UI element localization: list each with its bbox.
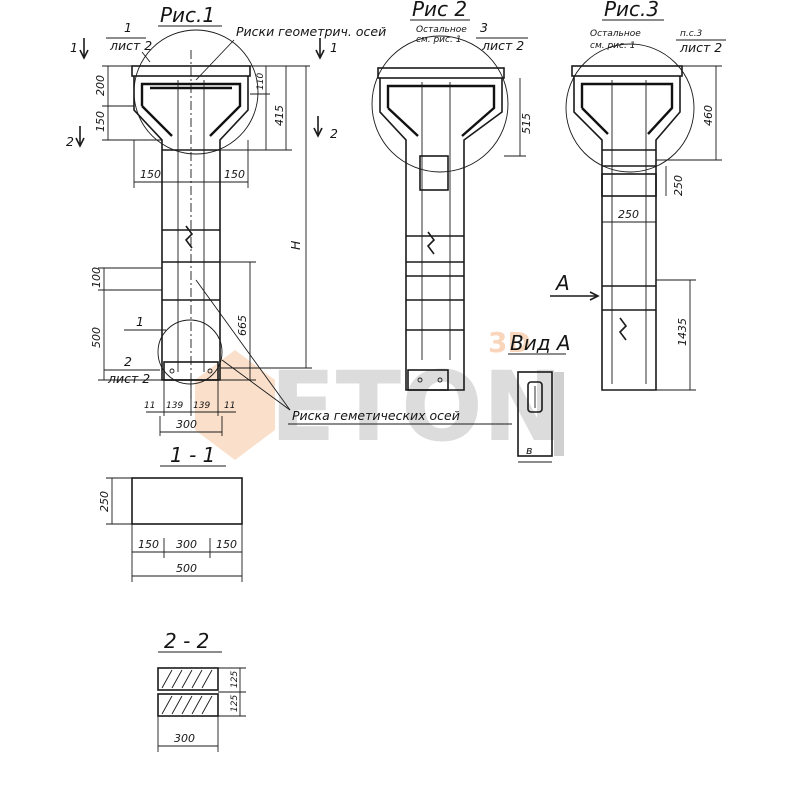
- dim-139-right: 139: [193, 401, 210, 411]
- section-1-1-w-left: 150: [138, 538, 159, 551]
- watermark-top: 3D: [488, 326, 531, 359]
- view-a-arrow-label: А: [554, 271, 570, 295]
- dim-139-left: 139: [166, 401, 183, 411]
- axis-marks-bottom-label: Риска геметических осей: [292, 408, 460, 423]
- detail-circle-4: [565, 43, 695, 173]
- section-2-right-label: 2: [330, 126, 338, 141]
- dim-110: 110: [256, 73, 266, 90]
- detail-circle-3: [371, 35, 509, 173]
- dim-460: 460: [702, 105, 715, 126]
- fig2-rest-note-1: Остальное: [416, 25, 467, 35]
- section-2-2-h-bottom: 125: [230, 695, 240, 712]
- detail-circle-2: [157, 319, 223, 385]
- dim-1435: 1435: [676, 318, 689, 346]
- section-1-1-w-right: 150: [216, 538, 237, 551]
- section-1-1: 1 - 1 250 150 300 150 500: [98, 443, 243, 582]
- section-1-1-height: 250: [98, 491, 111, 512]
- fig3-title: Рис.3: [604, 0, 659, 21]
- dim-H: H: [288, 240, 303, 250]
- callout-1-num: 1: [124, 20, 132, 35]
- figure-2: Рис 2 Остальное см. рис. 1 3 лист 2 515: [371, 0, 533, 391]
- view-a-dim-b: в: [526, 444, 532, 457]
- dim-100: 100: [90, 267, 103, 288]
- section-1-right-label: 1: [330, 40, 338, 55]
- section-2-left-label: 2: [66, 134, 74, 149]
- fig3-callout-sheet: лист 2: [679, 40, 722, 55]
- section-2-2-width: 300: [174, 732, 195, 745]
- fig1-axis-label: Риски геометрич. осей: [236, 24, 386, 39]
- detail-circle-1: [133, 29, 259, 155]
- callout-1-sheet: лист 2: [109, 38, 152, 53]
- section-1-1-title: 1 - 1: [170, 443, 215, 467]
- pos-1-label: 1: [136, 314, 144, 329]
- fig3-callout-num: п.с.3: [680, 29, 703, 39]
- view-a: Вид А в: [508, 331, 571, 463]
- dim-200: 200: [94, 75, 107, 96]
- figure-1: Рис.1 Риски геометрич. осей 1 лист 2: [66, 3, 512, 436]
- watermark-logo-icon: [195, 350, 275, 460]
- section-1-1-w-mid: 300: [176, 538, 197, 551]
- dim-515: 515: [520, 113, 533, 134]
- dim-150-right: 150: [224, 168, 245, 181]
- view-a-title: Вид А: [510, 331, 571, 355]
- fig2-title: Рис 2: [412, 0, 467, 21]
- dim-250-horizontal: 250: [618, 208, 639, 221]
- dim-150: 150: [94, 111, 107, 132]
- dim-415: 415: [273, 105, 286, 126]
- watermark-main: ETON: [270, 351, 563, 463]
- fig2-callout-num: 3: [480, 20, 488, 35]
- dim-250-vertical: 250: [672, 175, 685, 196]
- fig2-callout-sheet: лист 2: [481, 38, 524, 53]
- dim-665: 665: [236, 315, 249, 336]
- dim-11-left: 11: [144, 401, 155, 411]
- fig3-rest-note-1: Остальное: [590, 29, 641, 39]
- section-1-1-w-total: 500: [176, 562, 197, 575]
- fig2-rest-note-2: см. рис. 1: [416, 35, 461, 45]
- dim-11-right: 11: [224, 401, 235, 411]
- dim-300: 300: [176, 418, 197, 431]
- section-1-left-label: 1: [70, 40, 78, 55]
- section-2-2: 2 - 2 125 125 300: [157, 629, 246, 752]
- dim-500: 500: [90, 327, 103, 348]
- section-2-2-h-top: 125: [230, 671, 240, 688]
- callout-2-sheet: лист 2: [107, 371, 150, 386]
- dim-150-left: 150: [140, 168, 161, 181]
- fig1-title: Рис.1: [160, 3, 215, 27]
- section-2-2-title: 2 - 2: [164, 629, 209, 653]
- figure-3: Рис.3 Остальное см. рис. 1 п.с.3 лист 2 …: [550, 0, 726, 391]
- callout-2-num: 2: [124, 354, 132, 369]
